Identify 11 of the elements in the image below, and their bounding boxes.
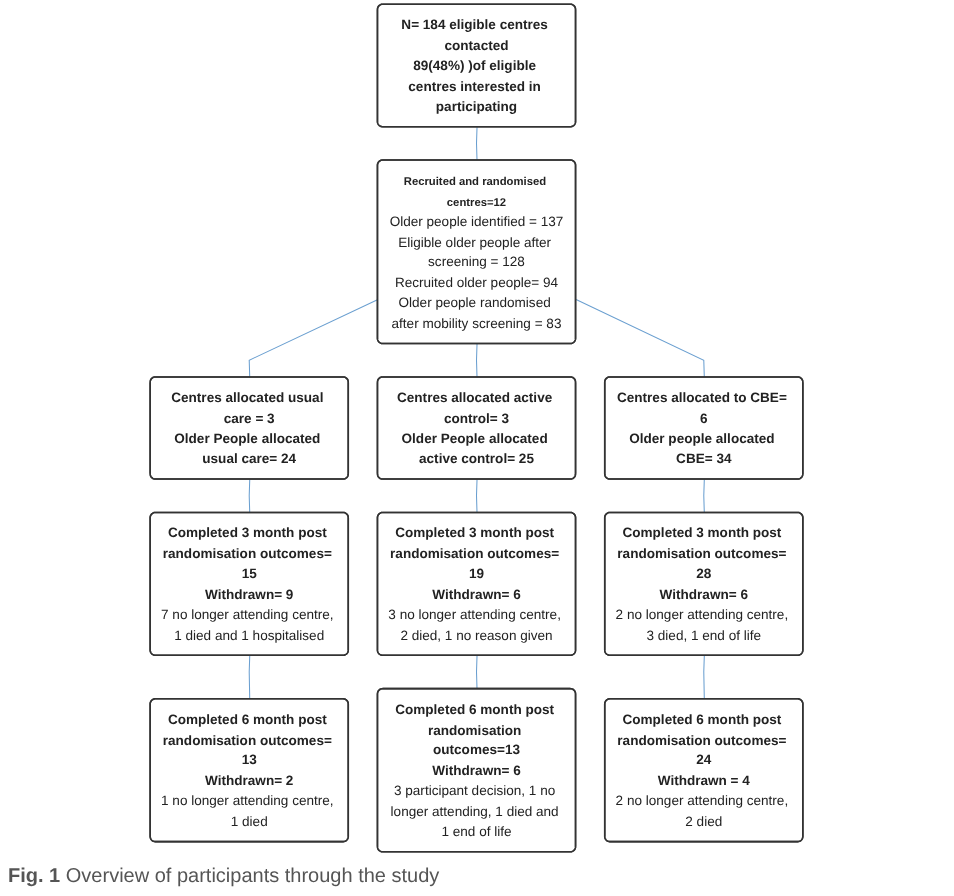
connector	[249, 655, 251, 700]
connector	[476, 343, 479, 378]
connector	[476, 479, 479, 514]
connector	[576, 299, 706, 378]
connector	[703, 479, 706, 514]
connector	[476, 655, 479, 690]
connector	[249, 479, 251, 514]
figure-caption: Fig. 1 Overview of participants through the study	[8, 866, 440, 888]
connector	[476, 126, 479, 162]
connector	[703, 655, 706, 700]
connector	[249, 299, 379, 378]
